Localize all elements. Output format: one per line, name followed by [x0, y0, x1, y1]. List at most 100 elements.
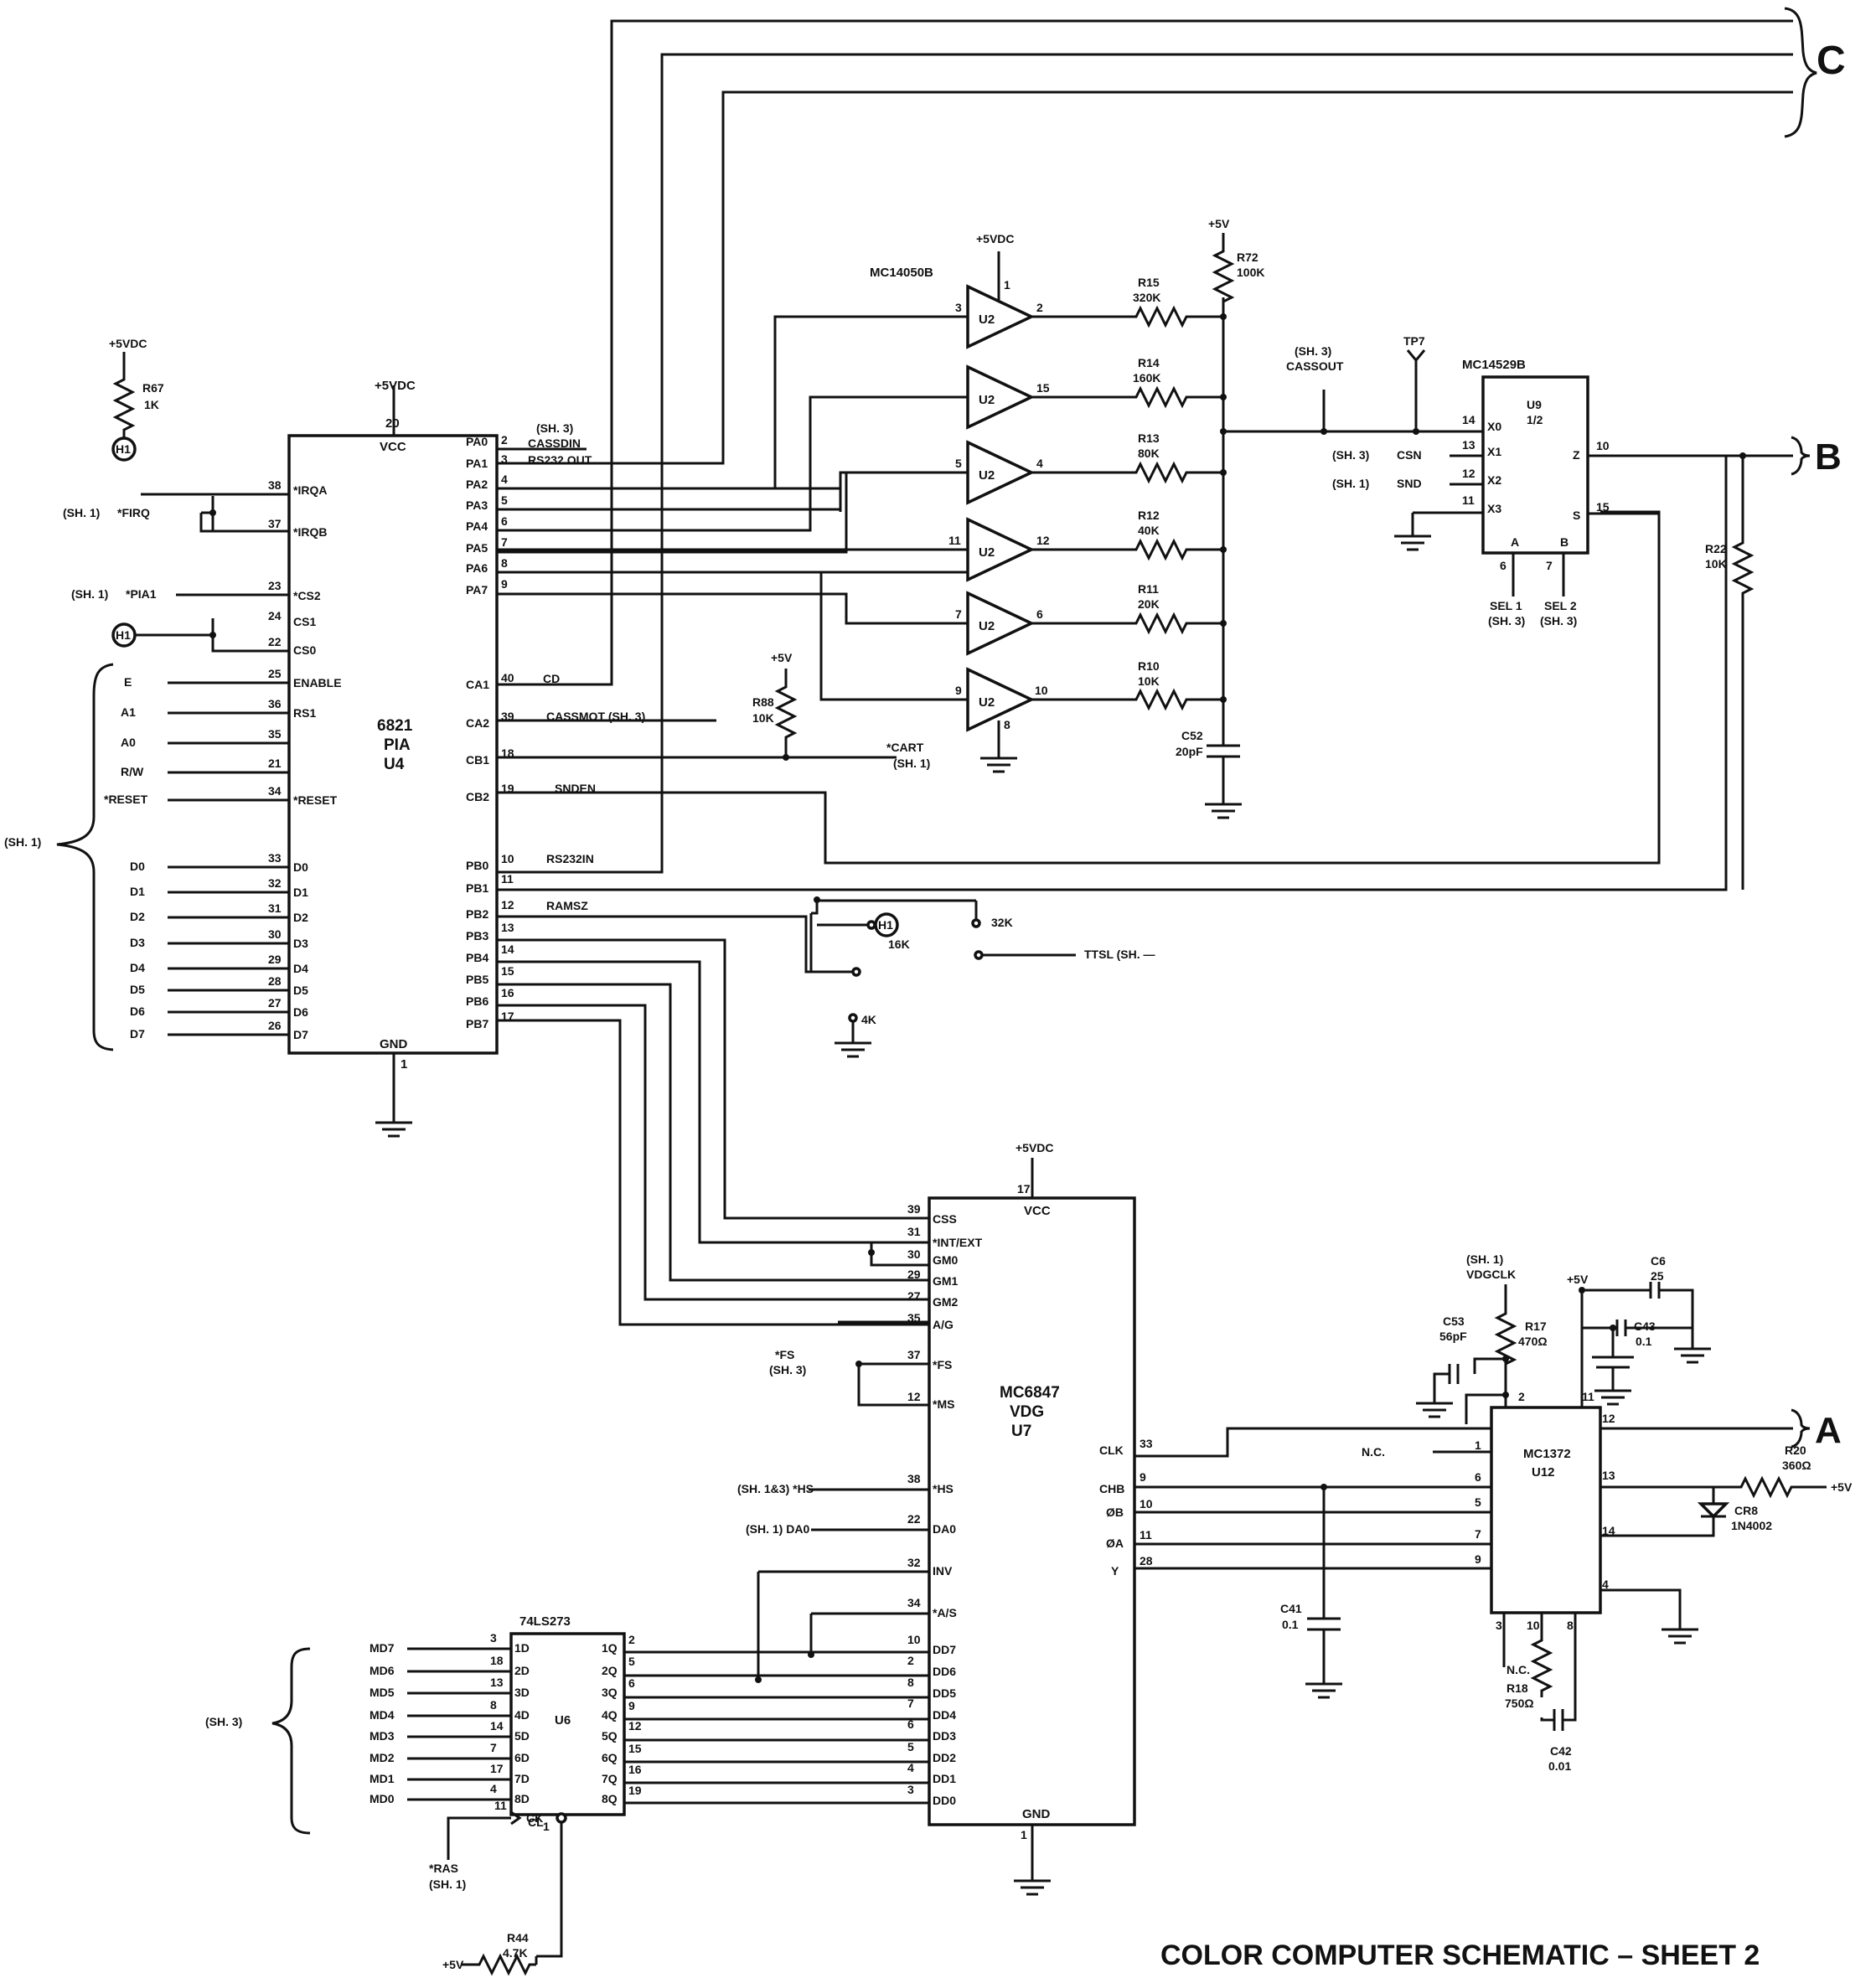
svg-text:1/2: 1/2 — [1527, 413, 1543, 426]
latch-bus-brace — [271, 1647, 311, 1835]
svg-text:CASSOUT: CASSOUT — [1286, 359, 1344, 373]
svg-text:3Q: 3Q — [602, 1686, 618, 1699]
svg-text:1: 1 — [401, 1057, 407, 1072]
svg-text:12: 12 — [1036, 534, 1050, 547]
svg-text:PB2: PB2 — [466, 907, 488, 921]
svg-text:7D: 7D — [514, 1772, 530, 1785]
svg-text:1Q: 1Q — [602, 1641, 618, 1655]
r18-c42: R18 750Ω C42 0.01 — [1505, 1632, 1572, 1773]
svg-text:CA2: CA2 — [466, 716, 489, 730]
svg-text:6: 6 — [628, 1676, 635, 1690]
svg-text:10: 10 — [1035, 684, 1048, 697]
svg-text:1: 1 — [1475, 1438, 1481, 1452]
svg-text:C42: C42 — [1550, 1744, 1572, 1758]
svg-text:GM2: GM2 — [933, 1295, 959, 1309]
svg-text:2: 2 — [501, 433, 508, 447]
svg-text:31: 31 — [268, 901, 282, 915]
svg-text:X2: X2 — [1487, 473, 1501, 487]
svg-text:RS1: RS1 — [293, 706, 316, 720]
svg-text:8: 8 — [907, 1676, 914, 1689]
svg-text:17: 17 — [1017, 1182, 1031, 1196]
svg-text:22: 22 — [907, 1512, 921, 1526]
svg-text:VDGCLK: VDGCLK — [1466, 1268, 1516, 1281]
svg-text:23: 23 — [268, 579, 282, 592]
svg-text:0.01: 0.01 — [1548, 1759, 1571, 1773]
svg-text:320K: 320K — [1133, 291, 1160, 304]
svg-text:PB5: PB5 — [466, 973, 488, 986]
svg-text:14: 14 — [490, 1719, 504, 1733]
svg-text:U9: U9 — [1527, 398, 1542, 411]
svg-text:16K: 16K — [888, 937, 910, 951]
svg-text:32: 32 — [268, 876, 282, 890]
connector-a-brace — [1791, 1408, 1811, 1449]
svg-text:34: 34 — [907, 1596, 921, 1609]
svg-text:2: 2 — [1518, 1390, 1525, 1403]
svg-text:CD: CD — [543, 672, 560, 685]
svg-text:16: 16 — [628, 1763, 642, 1776]
svg-text:PA7: PA7 — [466, 583, 488, 596]
svg-text:33: 33 — [1140, 1437, 1153, 1450]
pia-bus-brace — [56, 663, 114, 1051]
svg-text:A/G: A/G — [933, 1318, 954, 1331]
svg-text:D6: D6 — [130, 1004, 145, 1018]
svg-text:PA3: PA3 — [466, 498, 488, 512]
svg-text:6D: 6D — [514, 1751, 530, 1764]
svg-text:13: 13 — [490, 1676, 504, 1689]
svg-text:PA0: PA0 — [466, 435, 488, 448]
svg-text:470Ω: 470Ω — [1518, 1335, 1548, 1348]
svg-text:MD4: MD4 — [370, 1708, 395, 1722]
svg-text:(SH. 1): (SH. 1) — [4, 835, 41, 849]
svg-text:12: 12 — [1462, 467, 1475, 480]
svg-text:R13: R13 — [1138, 431, 1160, 445]
r67-pullup: +5VDC R67 1K H1 — [109, 337, 164, 462]
svg-text:2D: 2D — [514, 1664, 530, 1677]
svg-text:160K: 160K — [1133, 371, 1160, 385]
svg-text:CB1: CB1 — [466, 753, 489, 767]
svg-text:S: S — [1573, 509, 1580, 522]
svg-text:PB7: PB7 — [466, 1017, 488, 1030]
svg-text:R18: R18 — [1506, 1681, 1528, 1695]
svg-text:GND: GND — [380, 1037, 408, 1051]
svg-text:19: 19 — [628, 1784, 642, 1797]
svg-text:DA0: DA0 — [933, 1522, 956, 1536]
svg-text:5: 5 — [501, 493, 508, 507]
svg-text:PIA: PIA — [384, 736, 411, 754]
svg-text:VCC: VCC — [380, 440, 406, 454]
c53: C53 56pF — [1439, 1314, 1467, 1343]
svg-text:40K: 40K — [1138, 524, 1160, 537]
svg-text:26: 26 — [268, 1019, 282, 1032]
svg-text:1K: 1K — [144, 398, 159, 411]
svg-text:N.C.: N.C. — [1362, 1445, 1385, 1459]
cr8-diode: CR8 1N4002 — [1697, 1502, 1772, 1532]
svg-text:+5V: +5V — [1567, 1273, 1589, 1286]
svg-text:(SH. 1): (SH. 1) — [429, 1877, 466, 1891]
svg-text:4: 4 — [1036, 457, 1043, 470]
r20: +5V R20 360Ω — [1733, 1443, 1853, 1497]
svg-text:MD7: MD7 — [370, 1641, 395, 1655]
svg-text:*FIRQ: *FIRQ — [117, 506, 150, 519]
svg-text:6: 6 — [907, 1717, 914, 1731]
svg-text:RAMSZ: RAMSZ — [546, 899, 588, 912]
svg-text:29: 29 — [907, 1268, 921, 1281]
svg-text:Y: Y — [1111, 1564, 1119, 1578]
svg-text:MD0: MD0 — [370, 1792, 395, 1805]
svg-text:34: 34 — [268, 784, 282, 798]
svg-text:N.C.: N.C. — [1506, 1663, 1530, 1676]
svg-text:11: 11 — [494, 1799, 507, 1812]
svg-text:R72: R72 — [1237, 250, 1258, 264]
svg-text:C43: C43 — [1634, 1320, 1656, 1333]
svg-text:11: 11 — [948, 534, 961, 547]
svg-text:U12: U12 — [1532, 1465, 1555, 1480]
svg-text:U4: U4 — [384, 756, 405, 773]
svg-text:15: 15 — [628, 1742, 642, 1755]
svg-text:14: 14 — [501, 943, 514, 956]
svg-text:X1: X1 — [1487, 445, 1501, 458]
svg-text:4: 4 — [490, 1782, 497, 1795]
svg-text:*IRQB: *IRQB — [293, 525, 327, 539]
svg-text:PB0: PB0 — [466, 859, 488, 872]
svg-text:Z: Z — [1573, 448, 1580, 462]
